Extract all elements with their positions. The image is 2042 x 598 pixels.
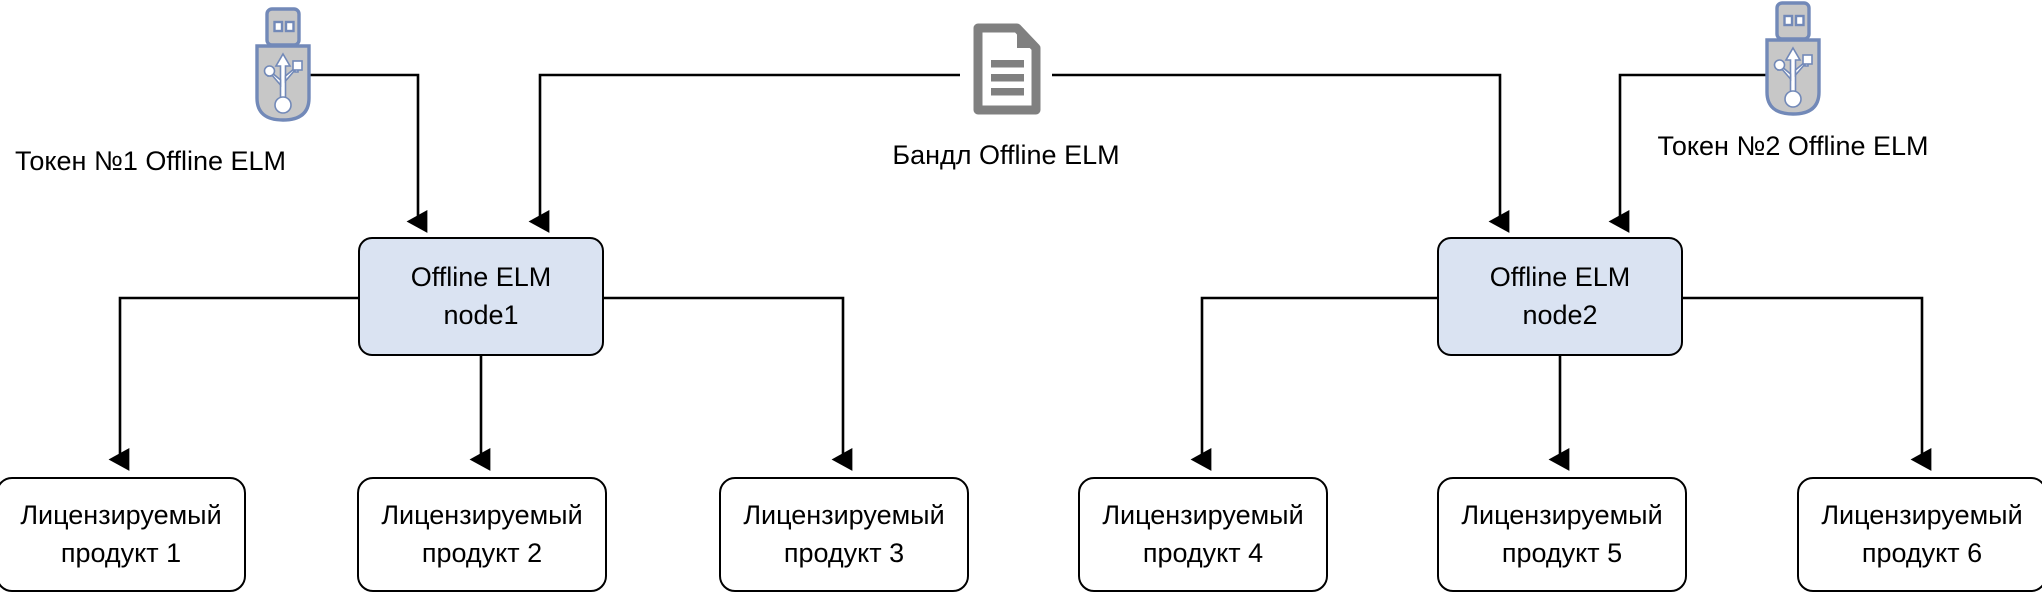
product-box-6[interactable]: Лицензируемый продукт 6 bbox=[1797, 477, 2042, 592]
wire-node2-product4 bbox=[1190, 296, 1437, 471]
usb-token-icon bbox=[245, 6, 321, 124]
product-4-label: Лицензируемый продукт 4 bbox=[1102, 499, 1304, 568]
usb-token-icon bbox=[1755, 0, 1831, 118]
product-box-1[interactable]: Лицензируемый продукт 1 bbox=[0, 477, 246, 592]
product-6-label: Лицензируемый продукт 6 bbox=[1821, 499, 2023, 568]
node1-label: Offline ELM node1 bbox=[410, 262, 552, 330]
product-3-label: Лицензируемый продукт 3 bbox=[743, 499, 945, 568]
product-box-5[interactable]: Лицензируемый продукт 5 bbox=[1437, 477, 1687, 592]
bundle-label: Бандл Offline ELM bbox=[892, 140, 1120, 170]
product-box-4[interactable]: Лицензируемый продукт 4 bbox=[1078, 477, 1328, 592]
product-box-3[interactable]: Лицензируемый продукт 3 bbox=[719, 477, 969, 592]
wire-node2-product6 bbox=[1682, 296, 1932, 471]
product-5-label: Лицензируемый продукт 5 bbox=[1461, 499, 1663, 568]
node2-label: Offline ELM node2 bbox=[1489, 262, 1631, 330]
token1-label: Токен №1 Offline ELM bbox=[15, 146, 286, 176]
token2-label: Токен №2 Offline ELM bbox=[1657, 131, 1929, 161]
wire-node1-product1 bbox=[108, 296, 358, 471]
node-offline-elm-node2[interactable]: Offline ELM node2 bbox=[1437, 237, 1683, 356]
product-1-label: Лицензируемый продукт 1 bbox=[20, 499, 222, 568]
product-2-label: Лицензируемый продукт 2 bbox=[381, 499, 583, 568]
node-offline-elm-node1[interactable]: Offline ELM node1 bbox=[358, 237, 604, 356]
wire-node1-product3 bbox=[604, 296, 853, 471]
document-icon bbox=[965, 22, 1047, 122]
product-box-2[interactable]: Лицензируемый продукт 2 bbox=[357, 477, 607, 592]
